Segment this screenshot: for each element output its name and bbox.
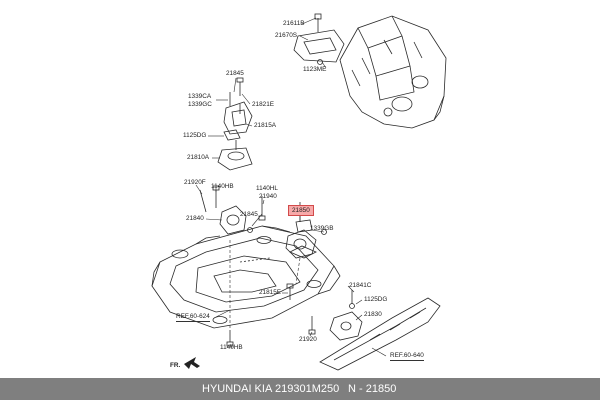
label-21841c: 21841C (349, 282, 372, 289)
mount-bracket-21670s-drawing (293, 13, 345, 65)
label-21815a: 21815A (254, 122, 277, 129)
label-21670s: 21670S (275, 32, 298, 39)
label-21940: 21940 (259, 193, 277, 200)
footer-ref-number: N - 21850 (348, 383, 397, 395)
label-21611b: 21611B (283, 20, 305, 27)
insulator-21840-drawing (199, 185, 253, 235)
fr-arrow-icon (184, 357, 200, 369)
fastener-drawings (226, 196, 316, 347)
label-front-direction: FR. (170, 362, 181, 369)
subframe-drawing (151, 225, 341, 329)
exploded-parts-diagram (151, 13, 447, 371)
label-21840: 21840 (186, 215, 204, 222)
label-21845-mid: 21845 (240, 211, 258, 218)
label-1339gb: 1339GB (310, 225, 334, 232)
label-21920: 21920 (299, 336, 317, 343)
label-21810a: 21810A (187, 154, 210, 161)
leader-lines (195, 17, 387, 357)
label-1140hl: 1140HL (256, 185, 278, 192)
label-1140hb-bottom: 1140HB (220, 344, 243, 351)
left-mount-stack-drawing (217, 77, 253, 171)
label-1339ca: 1339CA (188, 93, 212, 100)
footer-brand: HYUNDAI KIA (202, 383, 273, 395)
label-21845-top: 21845 (226, 70, 244, 77)
label-1339gc: 1339GC (188, 101, 212, 108)
label-21850-highlighted: 21850 (288, 205, 314, 216)
label-1140hb-top: 1140HB (211, 183, 234, 190)
label-ref-60-624: REF.60-624 (176, 313, 210, 322)
engine-block-drawing (339, 15, 447, 129)
label-1123me: 1123ME (303, 66, 327, 73)
footer-part-number: 219301M250 (275, 383, 340, 395)
label-21830: 21830 (364, 311, 382, 318)
label-1125dg-top: 1125DG (183, 132, 207, 139)
label-ref-60-640: REF.60-640 (390, 352, 424, 361)
label-21920f: 21920F (184, 179, 206, 186)
label-1125dg-bottom: 1125DG (364, 296, 388, 303)
bracket-21830-drawing (319, 290, 441, 371)
label-21815e: 21815E (259, 289, 282, 296)
footer-bar: HYUNDAI KIA 219301M250 N - 21850 (0, 378, 600, 400)
label-21821e: 21821E (252, 101, 275, 108)
